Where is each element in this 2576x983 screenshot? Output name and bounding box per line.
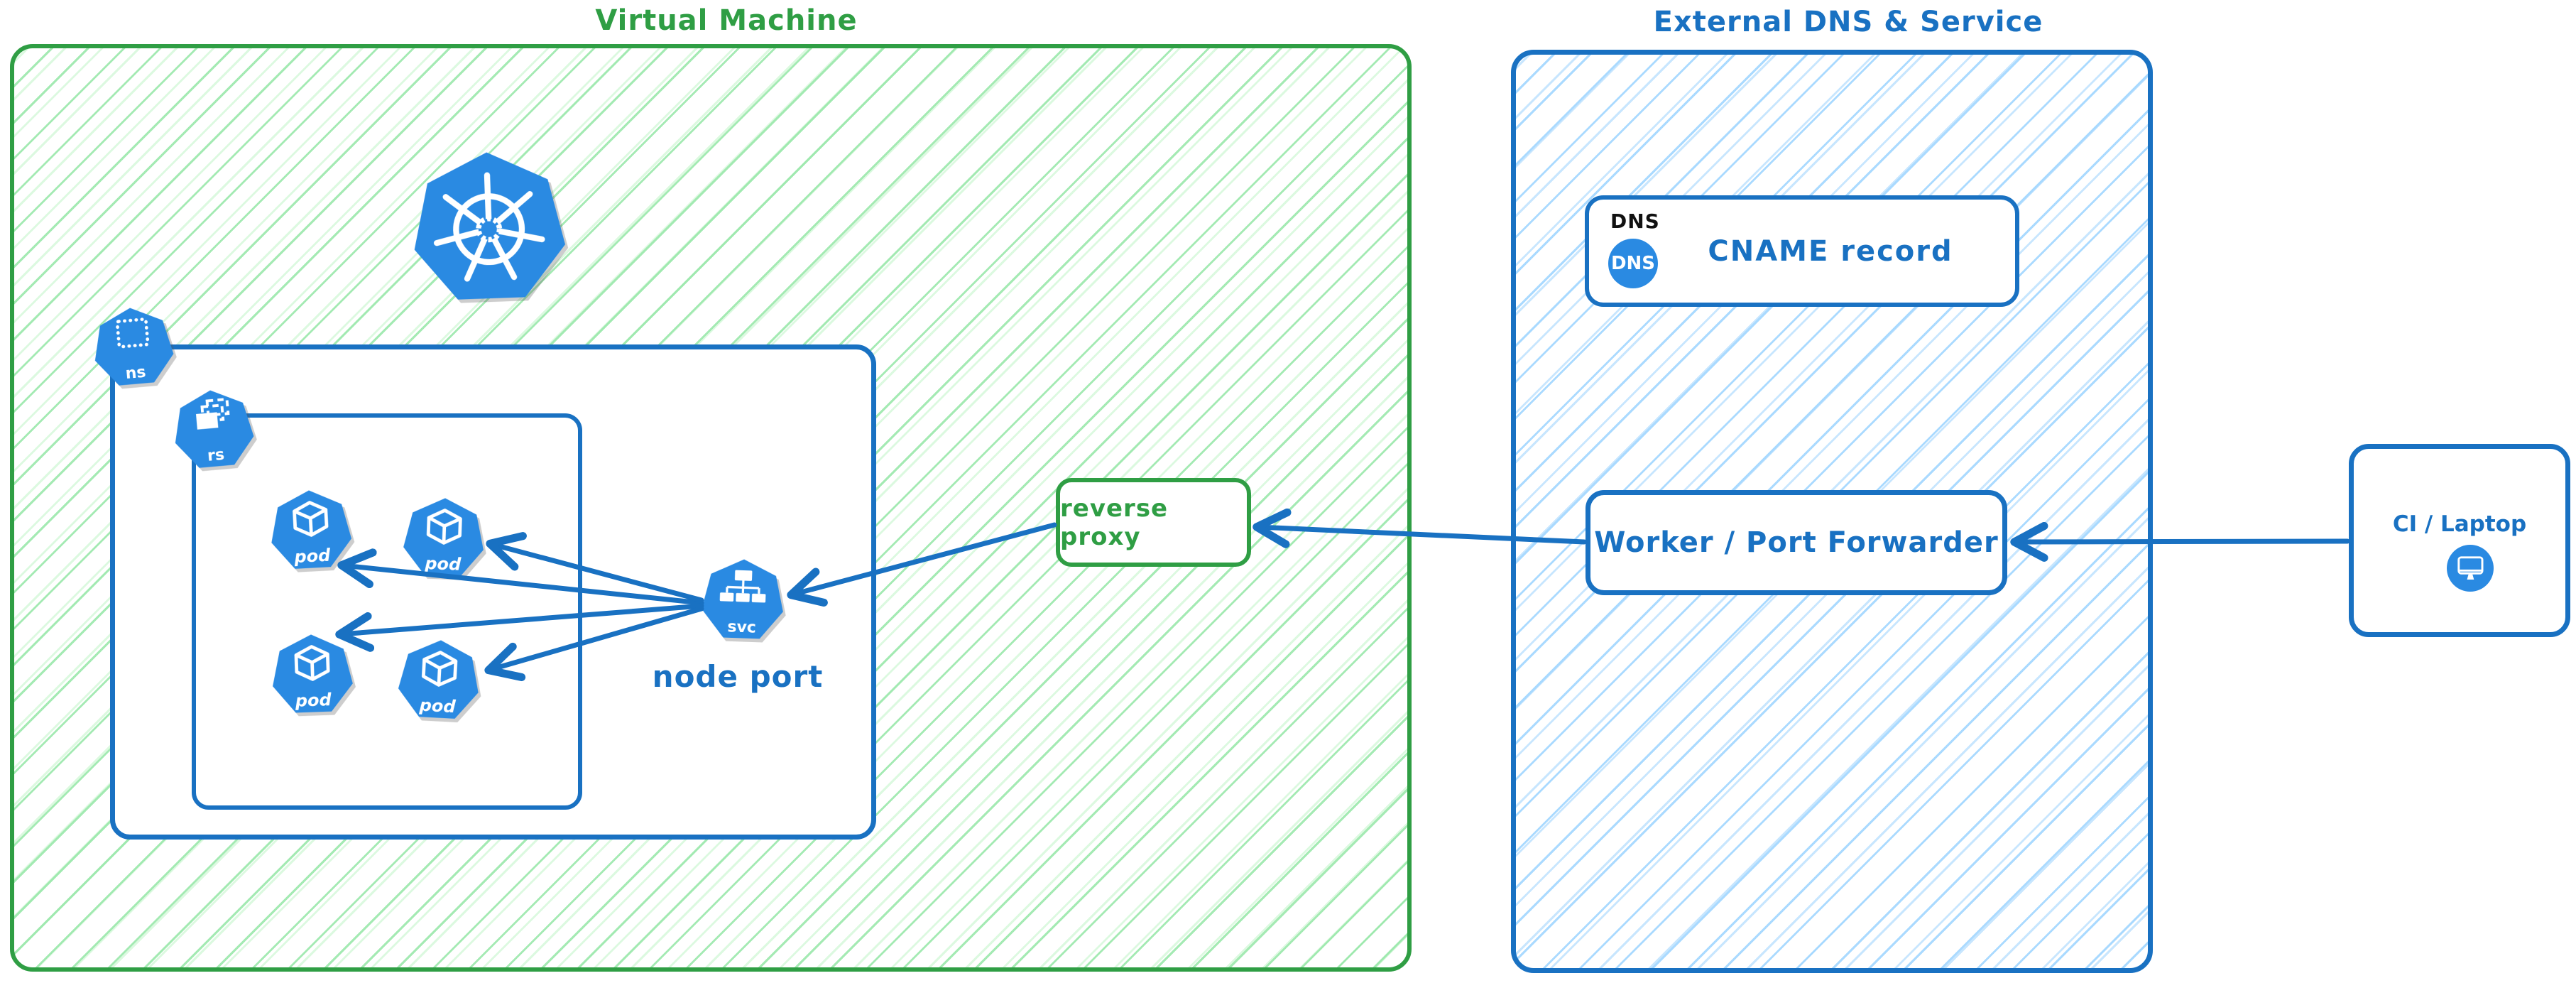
- monitor-icon: [2447, 545, 2494, 592]
- external-dns-service-title: External DNS & Service: [1653, 6, 2043, 38]
- pod-icon: pod: [268, 631, 356, 719]
- pod-icon-label: pod: [293, 545, 331, 567]
- pod-icon-label: pod: [424, 553, 462, 575]
- dns-badge-icon: DNS: [1608, 239, 1658, 288]
- service-icon-label: svc: [727, 618, 757, 637]
- virtual-machine-title: Virtual Machine: [595, 4, 858, 37]
- pod-cube-glyph: [280, 639, 344, 697]
- service-tree-glyph: [711, 563, 775, 623]
- namespace-icon: ns: [88, 303, 179, 393]
- reverse-proxy-label: reverse proxy: [1060, 494, 1169, 551]
- kubernetes-wheel-glyph: [421, 161, 557, 298]
- worker-port-forwarder-box: Worker / Port Forwarder: [1586, 490, 2007, 595]
- replicaset-box: [192, 413, 582, 810]
- pod-cube-glyph: [278, 494, 342, 553]
- monitor-glyph: [2457, 555, 2484, 580]
- service-icon: svc: [698, 556, 787, 646]
- pod-cube-glyph: [407, 643, 471, 703]
- ci-laptop-box: CI / Laptop: [2349, 444, 2570, 637]
- cname-record-label: CNAME record: [1708, 234, 1953, 268]
- dotted-square-glyph: [100, 310, 165, 371]
- pod-icon-label: pod: [419, 695, 457, 717]
- node-port-caption: node port: [652, 659, 824, 694]
- dns-record-card: DNS DNS CNAME record: [1585, 195, 2019, 307]
- reverse-proxy-box: reverse proxy: [1056, 478, 1251, 567]
- dns-heading: DNS: [1610, 210, 1660, 233]
- kubernetes-icon: [406, 146, 572, 313]
- dns-badge-label: DNS: [1610, 253, 1656, 274]
- pod-icon: pod: [266, 487, 356, 576]
- ci-laptop-label: CI / Laptop: [2392, 511, 2527, 537]
- replicaset-icon: rs: [168, 385, 259, 476]
- pod-cube-glyph: [413, 502, 476, 560]
- worker-port-forwarder-label: Worker / Port Forwarder: [1594, 526, 1999, 559]
- stacked-rects-glyph: [180, 393, 245, 453]
- pod-icon: pod: [394, 636, 484, 726]
- pod-icon: pod: [400, 495, 488, 583]
- pod-icon-label: pod: [295, 690, 332, 712]
